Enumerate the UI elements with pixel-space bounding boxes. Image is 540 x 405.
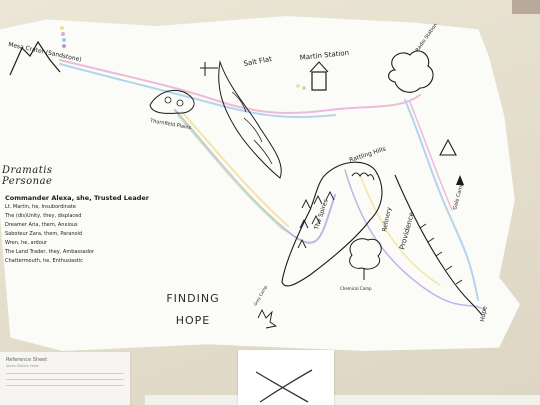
campfire-icon [456,175,464,185]
route-green [177,114,285,231]
martin-station-label: Martin Station [299,49,349,62]
list-item: The (dis)Unity, they, displaced [5,213,82,219]
list-item: Lt. Martin, he, Insubordinate [5,204,76,210]
station-roof-icon [309,61,329,73]
rattling-hills: Rattling Hills The Spires [281,146,387,287]
reference-card-title: Reference Sheet [6,357,48,363]
chemical-camp-label: Chemical Camp [340,286,372,291]
route-river-2 [409,101,453,211]
ridge-line [394,174,483,316]
route-lines [59,59,486,311]
route-pink [59,59,421,114]
thornfield-plains-label: Thornfield Plains [149,118,192,131]
marker-dot-pink [61,32,65,36]
station-dot-yellow [296,84,300,88]
character-list: Commander Alexa, she, Trusted Leader Lt.… [5,193,177,266]
route-hope [359,174,441,286]
sticky-note [238,350,334,405]
station-dot-green [302,86,306,90]
hope-label: Hope [479,305,489,322]
marker-dot-blue [62,38,66,42]
hill-bumps-icon [351,172,375,181]
list-item: The Land Trader, they, Ambassador [5,249,95,255]
rattling-hills-outline [281,161,383,287]
table-strip [145,395,540,405]
cross-mark-icon [255,369,313,403]
spires-marks-icon [297,190,335,249]
camp-splash-icon [257,308,278,329]
list-item: Saboteur Zara, them, Paranoid [5,231,83,237]
plains-hill-icon [149,89,195,114]
list-item: Wren, he, ardour [5,240,48,246]
grey-camp: Grey Camp [253,284,278,329]
poster-title-line-2: HOPE [175,314,211,327]
radio-station: Radio Station [388,22,439,93]
poster-title-line-1: FINDING [166,292,220,305]
marker-dot-yellow [60,26,64,30]
plains-marker-icon-2 [176,99,184,107]
marker-dot-purple [62,44,66,48]
route-blue [59,63,336,119]
rattling-hills-label: Rattling Hills [348,146,386,164]
tree-icon [349,238,382,280]
list-item: Chattermouth, he, Enthusiastic [5,258,83,264]
dramatis-title-2: Personae [2,176,53,187]
list-item: Dreamer Aria, them, Anxious [5,222,78,228]
station-building-icon [311,71,327,91]
mesa-outline-icon [9,40,61,76]
route-river [404,99,479,301]
wall-shadow [512,0,540,14]
gale-camp-label: Gale Camp [452,182,465,210]
dramatis-title-1: Dramatis [2,165,53,176]
tent-icon [439,138,457,156]
martin-station: Martin Station [296,49,349,91]
reference-card-lines [6,373,124,386]
route-yellow [181,111,289,227]
salt-flat-label: Salt Flat [243,55,273,68]
mesa-crater-label: Mesa Crater (Sandstone) [8,41,83,63]
refinery-label: Refinery [381,206,393,232]
chemical-camp: Chemical Camp [340,238,382,291]
tree-cluster-icon [388,50,434,93]
grey-camp-label: Grey Camp [253,284,269,306]
reference-card: Reference Sheet Alexa Station Note [0,352,130,405]
hope-location: Hope [479,305,489,322]
reference-card-subtitle: Alexa Station Note [6,364,39,368]
salt-flat: Salt Flat [200,55,282,179]
salt-flat-outline [218,60,282,179]
plains-marker-icon [164,96,172,104]
providence-label: Providence [398,211,416,250]
poster-title: FINDING HOPE [158,288,228,332]
salt-flat-hatch [231,91,273,165]
route-south [344,169,486,311]
dramatis-personae: Dramatis Personae Commander Alexa, she, … [2,165,177,266]
the-spires-label: The Spires [313,198,330,231]
sign-post-icon [200,62,218,76]
ridge-hatch [419,223,463,285]
list-item: Commander Alexa, she, Trusted Leader [5,194,149,202]
radio-station-label: Radio Station [415,22,439,53]
